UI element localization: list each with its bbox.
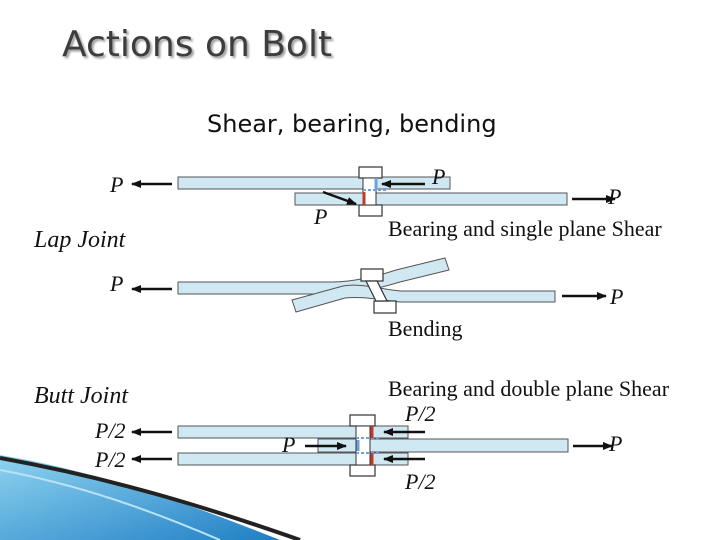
slide-title: Actions on Bolt — [62, 24, 333, 65]
bent-top-plate — [177, 257, 450, 295]
slide-subtitle: Shear, bearing, bending — [207, 110, 497, 138]
force-label-right-upper: P/2 — [405, 401, 436, 426]
left-cover-plate-bottom — [177, 452, 359, 466]
force-label-mid: P — [314, 204, 328, 229]
force-label-right-bend: P — [610, 284, 624, 309]
butt-joint-figure — [131, 414, 613, 477]
corner-decoration — [0, 455, 301, 540]
bolt-shank — [355, 425, 371, 466]
lap-joint-bending-figure — [131, 257, 607, 314]
butt-joint-label: Butt Joint — [34, 383, 128, 409]
force-label-right-lower: P/2 — [405, 469, 436, 494]
bolt-shank — [362, 177, 377, 206]
bolt-head — [349, 414, 376, 427]
lap-joint-label: Lap Joint — [34, 227, 126, 253]
left-cover-plate-top — [177, 425, 359, 439]
lap-joint-shear-figure — [131, 166, 616, 217]
bolt-tilted-shank — [365, 280, 388, 302]
force-label-left-upper: P/2 — [95, 418, 126, 443]
force-label-right-top: P — [432, 164, 446, 189]
force-label-right: P — [609, 431, 623, 456]
bolt-head — [358, 166, 383, 179]
force-label-left-lower: P/2 — [95, 447, 126, 472]
force-arrow-bolt-mid — [322, 190, 357, 206]
force-label-left-top: P — [110, 172, 124, 197]
caption-single-shear: Bearing and single plane Shear — [388, 216, 662, 241]
bolt-nut — [373, 300, 397, 314]
bolt-nut — [358, 204, 383, 217]
force-label-far-right: P — [608, 184, 622, 209]
force-label-left-bend: P — [110, 271, 124, 296]
bolt-head — [360, 268, 384, 282]
bent-bottom-plate — [291, 284, 556, 313]
force-label-mid: P — [282, 432, 296, 457]
caption-bending: Bending — [388, 316, 463, 341]
caption-double-shear: Bearing and double plane Shear — [388, 376, 670, 401]
bolt-nut — [349, 464, 376, 477]
bottom-plate — [294, 192, 568, 206]
